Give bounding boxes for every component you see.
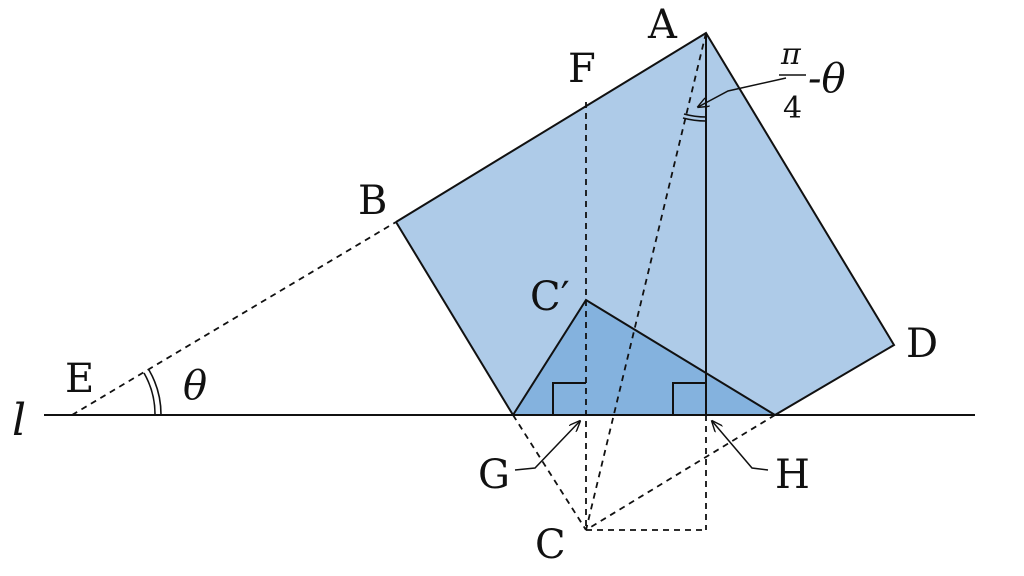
square-outline: [395, 31, 896, 416]
label-f: F: [568, 46, 596, 92]
label-angle-pi: π: [780, 37, 802, 72]
label-b: B: [358, 178, 387, 224]
angle-theta-arc-inner: [143, 372, 156, 416]
dashed-a-c: [585, 32, 707, 531]
arrow-g: [514, 421, 580, 471]
dashed-e-b: [71, 221, 397, 416]
angle-pi4-arc-inner: [683, 113, 707, 118]
square-abgd: [396, 33, 894, 415]
angle-pi4-arc-outer: [682, 117, 707, 122]
right-angle-g: [552, 382, 586, 415]
dashed-g-c: [512, 414, 587, 531]
label-theta: θ: [183, 363, 207, 409]
label-line-l: l: [12, 395, 26, 446]
right-angle-h: [672, 382, 706, 415]
label-angle-minus-theta: -θ: [808, 56, 846, 102]
label-c: C: [535, 522, 566, 568]
label-e: E: [65, 356, 94, 402]
label-h: H: [775, 452, 810, 498]
label-a: A: [647, 2, 678, 48]
arrow-to-angle: [698, 77, 787, 107]
segment-b-g: [395, 221, 514, 416]
label-c-prime: C′: [530, 274, 570, 320]
angle-theta-arc-outer: [148, 369, 162, 416]
label-angle-4: 4: [783, 91, 802, 126]
label-d: D: [906, 321, 938, 367]
label-g: G: [478, 452, 510, 498]
arrow-h: [712, 421, 769, 471]
dashed-h-c: [585, 414, 776, 531]
